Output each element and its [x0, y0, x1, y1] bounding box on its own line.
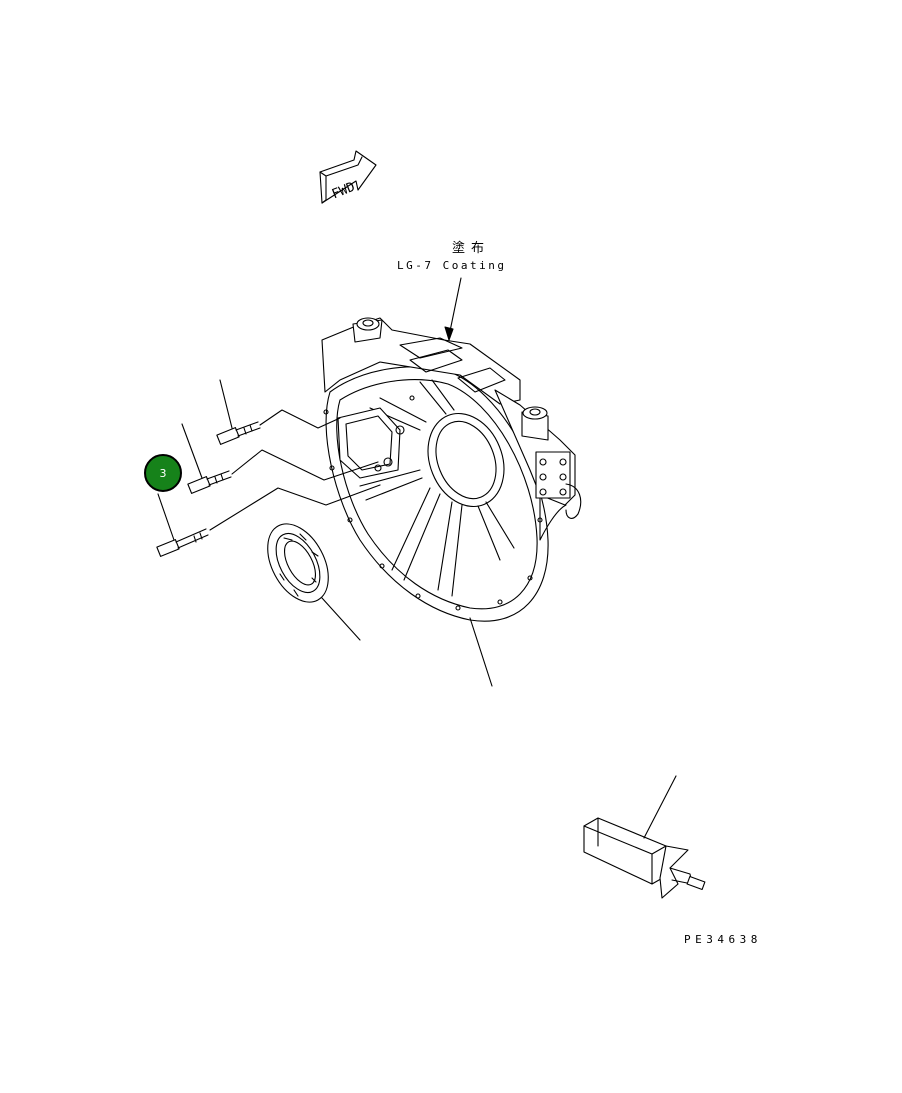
- bolt-upper: [217, 422, 260, 444]
- bolt-lower-path: [210, 485, 380, 530]
- coating-note-en: LG-7 Coating: [397, 259, 507, 272]
- leader-tool: [644, 776, 676, 838]
- flywheel-housing: [322, 318, 581, 621]
- seal-installer-tool: [584, 818, 705, 898]
- leader-bolt-middle: [182, 424, 202, 478]
- leader-bolt-upper: [220, 380, 232, 428]
- figure-number: PE34638: [684, 933, 762, 946]
- leader-oil-seal: [322, 598, 360, 640]
- leader-housing: [470, 618, 492, 686]
- bolt-lower: [157, 529, 208, 556]
- coating-leader: [445, 278, 461, 340]
- bolt-middle-path: [232, 450, 378, 480]
- callout-3-label: 3: [159, 466, 167, 480]
- leader-bolt-lower: [158, 494, 174, 540]
- bolt-middle: [188, 471, 231, 493]
- coating-note-jp: 塗布: [452, 241, 491, 256]
- bolt-upper-path: [260, 410, 340, 428]
- callout-3[interactable]: 3: [144, 454, 182, 492]
- fwd-arrow-icon: FWD: [320, 151, 376, 203]
- oil-seal: [255, 514, 340, 613]
